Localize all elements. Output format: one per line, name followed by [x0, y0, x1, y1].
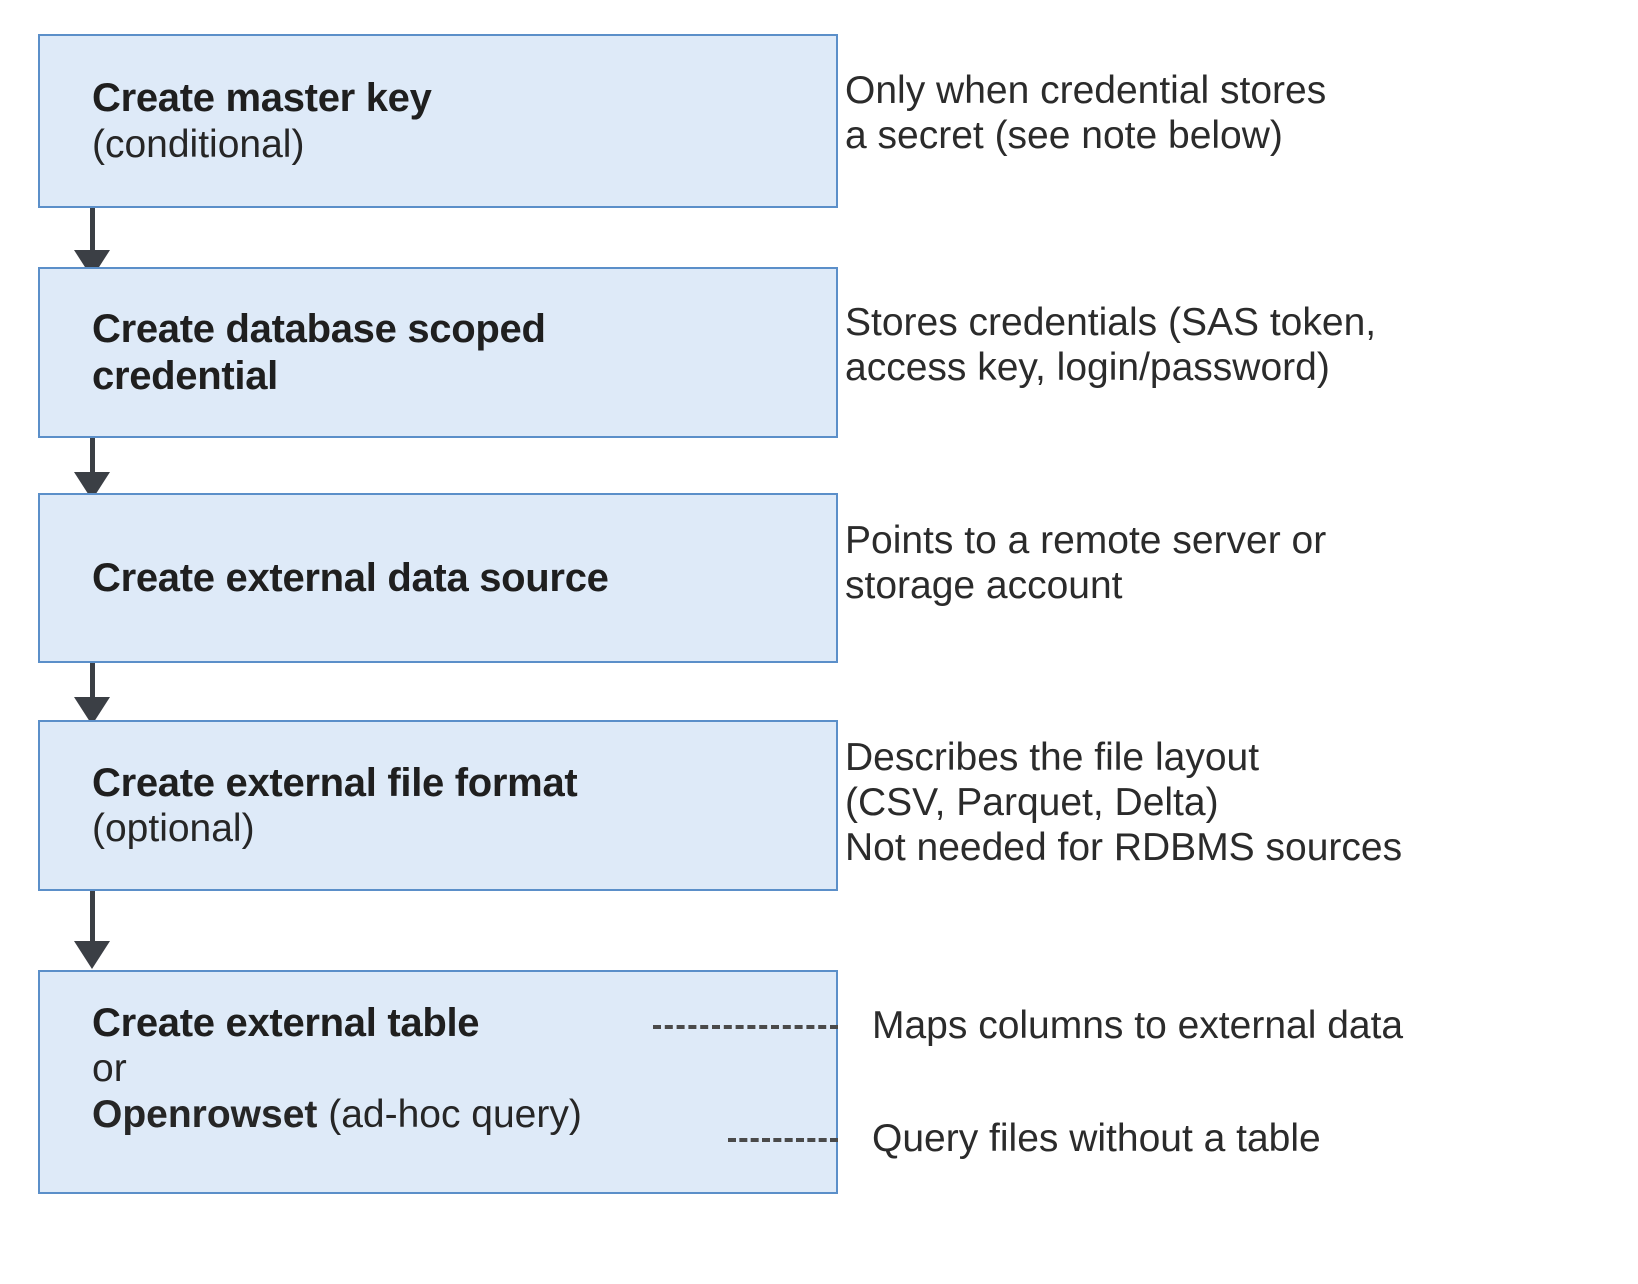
step-title: Create external data source	[92, 555, 609, 600]
step-alt-title-row: Openrowset (ad-hoc query)	[92, 1092, 822, 1137]
step-title: Create external table	[92, 1001, 480, 1045]
step-box-content: Create external table or Openrowset (ad-…	[40, 972, 836, 1137]
step-box-create-external-data-source[interactable]: Create external data source	[38, 493, 838, 663]
step-box-create-external-table-or-openrowset[interactable]: Create external table or Openrowset (ad-…	[38, 970, 838, 1194]
step-connector-word: or	[92, 1047, 127, 1091]
note-line: storage account	[845, 564, 1123, 608]
step-title: Create database scoped	[92, 307, 546, 352]
arrow-head	[74, 941, 110, 969]
arrow-down-4	[74, 891, 110, 973]
step-subtitle: (conditional)	[92, 122, 305, 166]
note-create-external-table: Maps columns to external data	[872, 1003, 1403, 1048]
step-title-continued: credential	[92, 353, 278, 398]
step-alt-suffix: (ad-hoc query)	[317, 1092, 582, 1136]
step-box-content: Create external data source	[40, 555, 836, 601]
step-box-content: Create database scoped credential	[40, 306, 836, 399]
dashed-connector-openrowset	[728, 1138, 838, 1142]
note-line: Only when credential stores	[845, 69, 1327, 112]
dashed-connector-external-table	[653, 1025, 838, 1029]
step-subtitle: (optional)	[92, 807, 255, 851]
note-line: Query files without a table	[872, 1117, 1321, 1160]
step-box-content: Create external file format (optional)	[40, 760, 836, 852]
note-line: Describes the file layout	[845, 736, 1260, 779]
note-line: Stores credentials (SAS token,	[845, 301, 1377, 344]
note-line: Maps columns to external data	[872, 1004, 1404, 1047]
step-box-create-master-key[interactable]: Create master key (conditional)	[38, 34, 838, 208]
note-create-master-key: Only when credential stores a secret (se…	[845, 68, 1326, 158]
arrow-shaft	[90, 438, 95, 474]
note-line: a secret (see note below)	[845, 114, 1283, 158]
step-title: Create external file format	[92, 760, 578, 805]
step-box-create-external-file-format[interactable]: Create external file format (optional)	[38, 720, 838, 891]
note-line: Points to a remote server or	[845, 519, 1327, 562]
note-line: access key, login/password)	[845, 346, 1330, 390]
note-openrowset: Query files without a table	[872, 1116, 1321, 1161]
note-line: Not needed for RDBMS sources	[845, 826, 1403, 870]
note-create-external-data-source: Points to a remote server or storage acc…	[845, 518, 1326, 608]
note-create-database-scoped-credential: Stores credentials (SAS token, access ke…	[845, 300, 1376, 390]
arrow-shaft	[90, 663, 95, 699]
step-title: Create master key	[92, 76, 432, 121]
note-line: (CSV, Parquet, Delta)	[845, 781, 1219, 825]
step-box-content: Create master key (conditional)	[40, 75, 836, 167]
note-create-external-file-format: Describes the file layout (CSV, Parquet,…	[845, 735, 1402, 871]
step-box-create-database-scoped-credential[interactable]: Create database scoped credential	[38, 267, 838, 438]
arrow-down-3	[74, 663, 110, 725]
arrow-shaft	[90, 891, 95, 943]
step-alt-title: Openrowset	[92, 1092, 318, 1136]
arrow-shaft	[90, 208, 95, 252]
arrow-down-2	[74, 438, 110, 500]
